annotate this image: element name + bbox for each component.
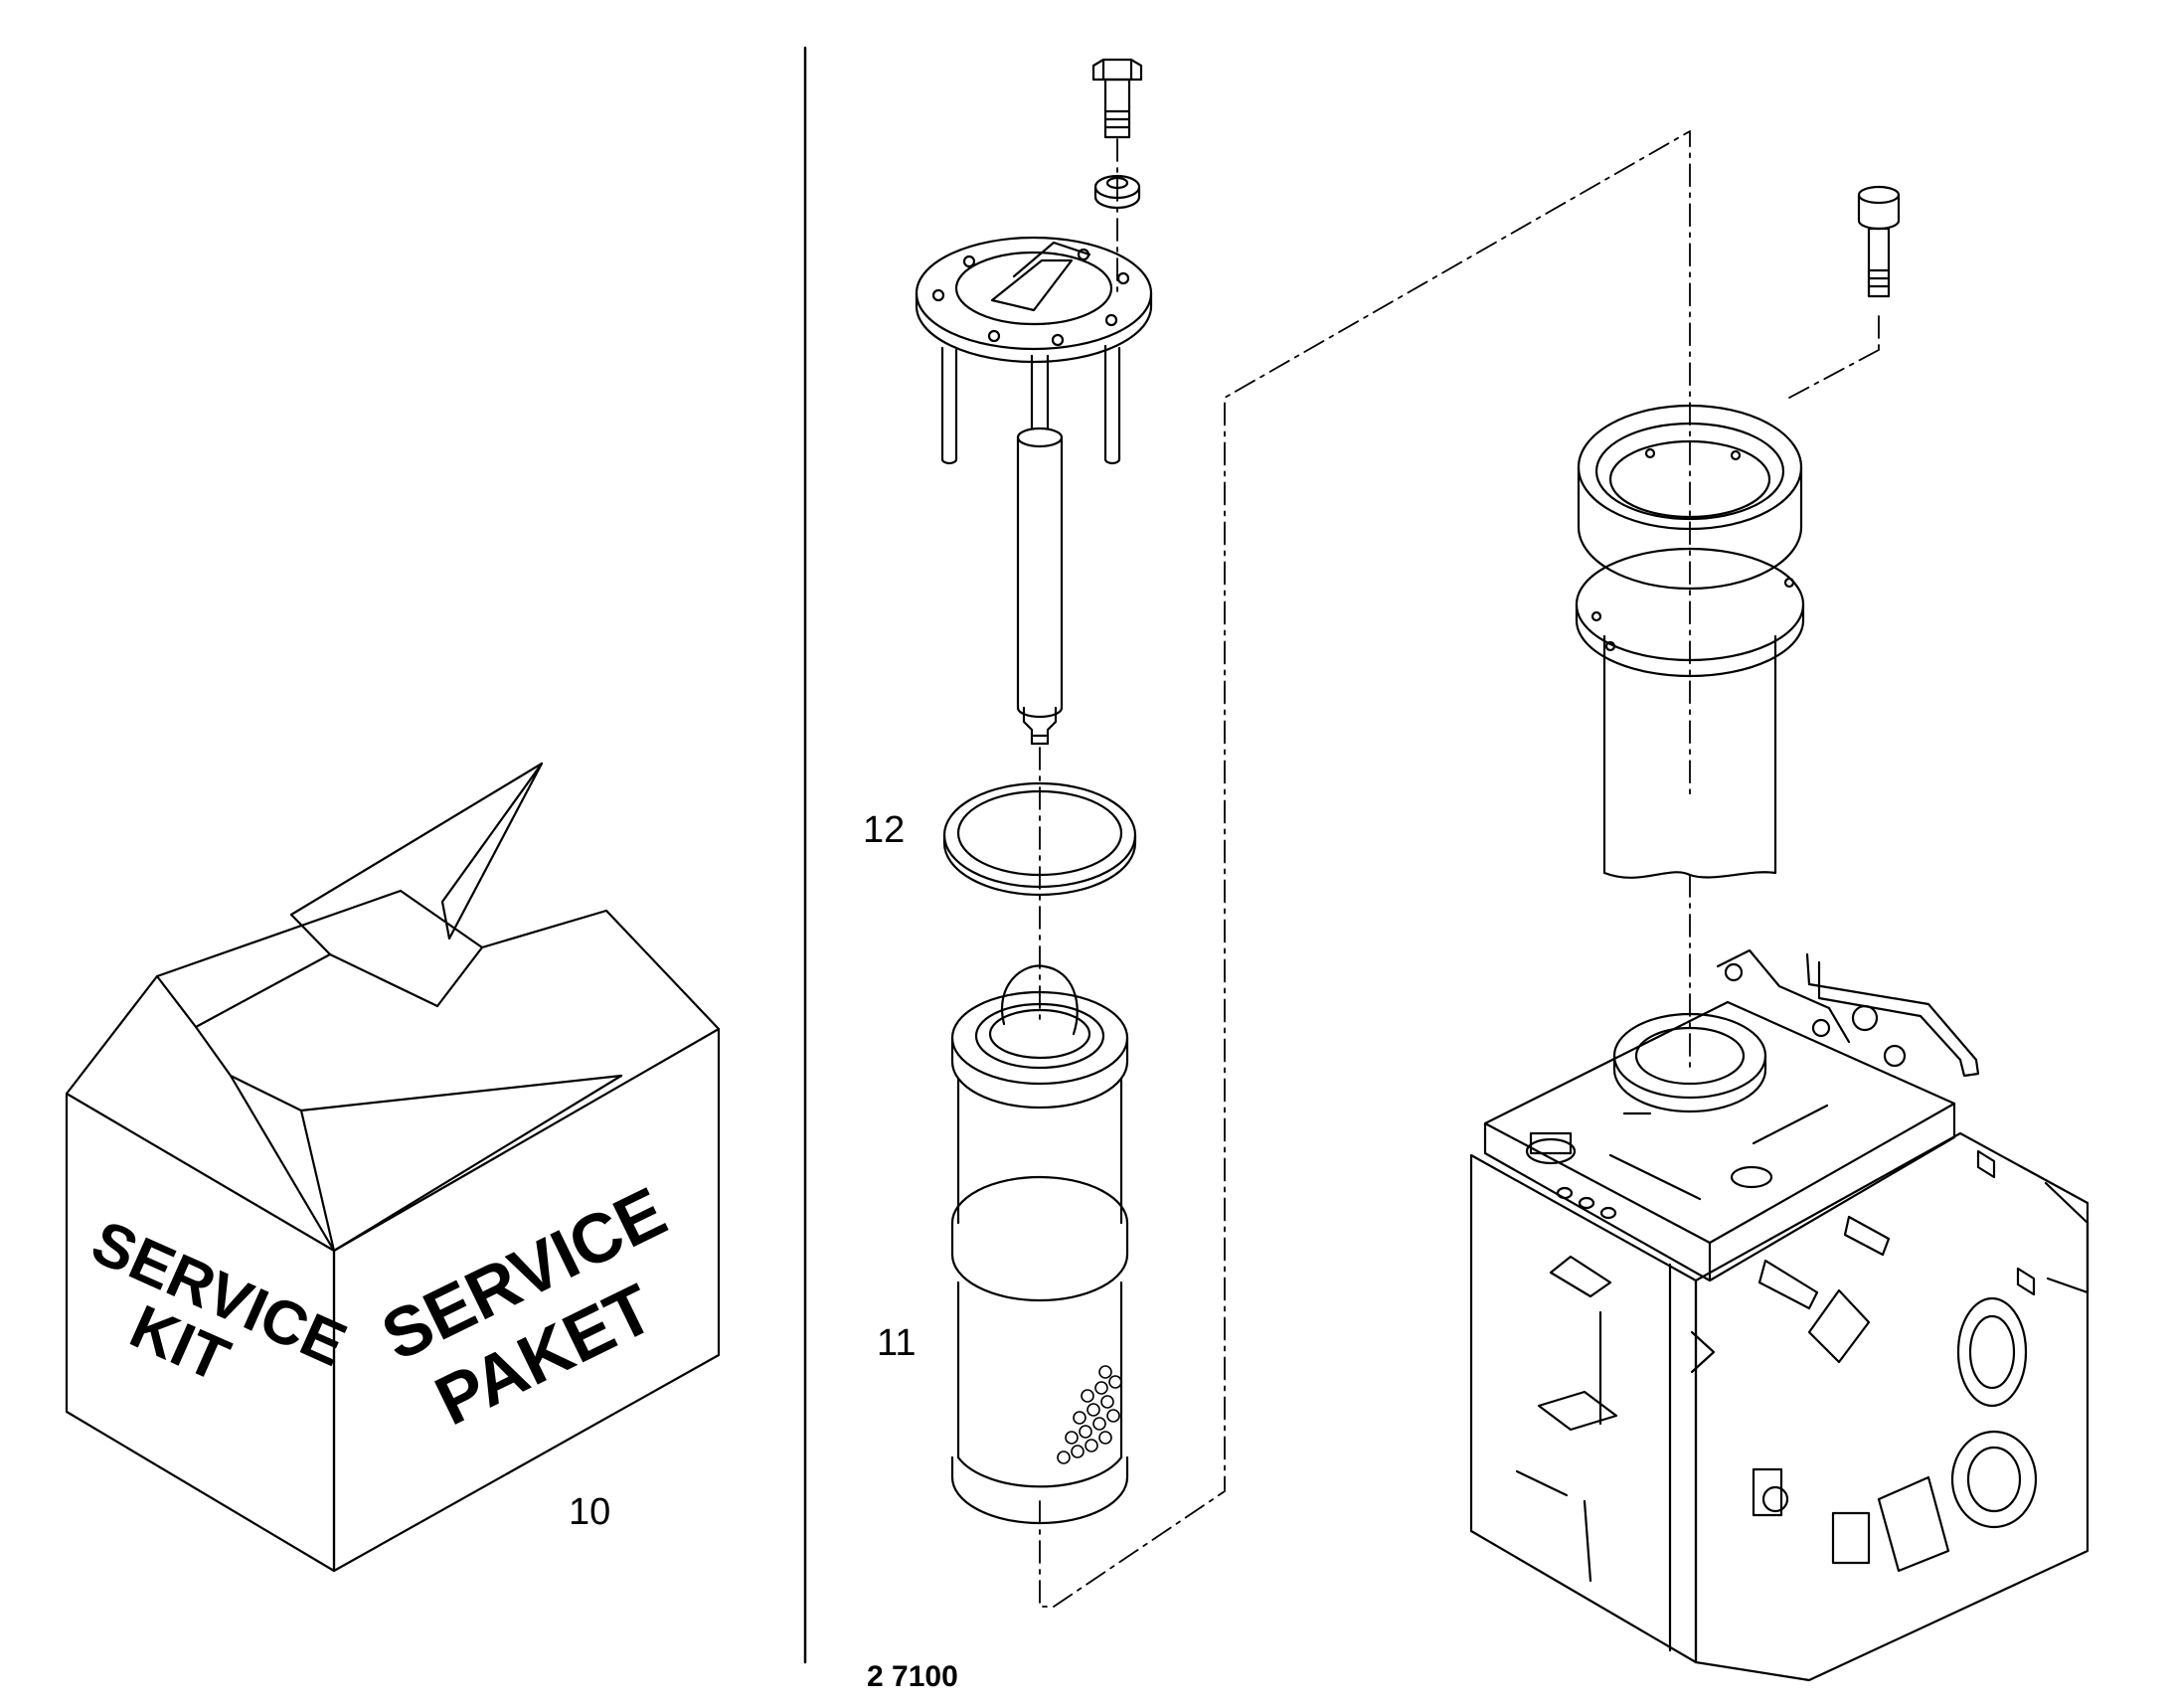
filter-mesh-pattern xyxy=(1057,1365,1122,1464)
housing-sleeve xyxy=(1575,404,1805,879)
filter-element xyxy=(950,964,1129,1525)
box-front-label: SERVICE PAKET xyxy=(370,1172,677,1440)
main-housing xyxy=(1469,948,2089,1682)
callout-10: 10 xyxy=(569,1491,611,1533)
drawing-number: 2 7100 xyxy=(867,1660,958,1693)
filter-cover-plate xyxy=(915,236,1153,746)
box-side-label: SERVICE KIT xyxy=(82,1208,356,1396)
callout-12: 12 xyxy=(863,809,906,851)
hex-bolt xyxy=(1091,58,1143,139)
assembly-centerlines xyxy=(1039,130,1880,1608)
callout-11: 11 xyxy=(877,1322,917,1364)
service-kit-box xyxy=(65,762,721,1573)
socket-head-screw xyxy=(1857,185,1901,298)
